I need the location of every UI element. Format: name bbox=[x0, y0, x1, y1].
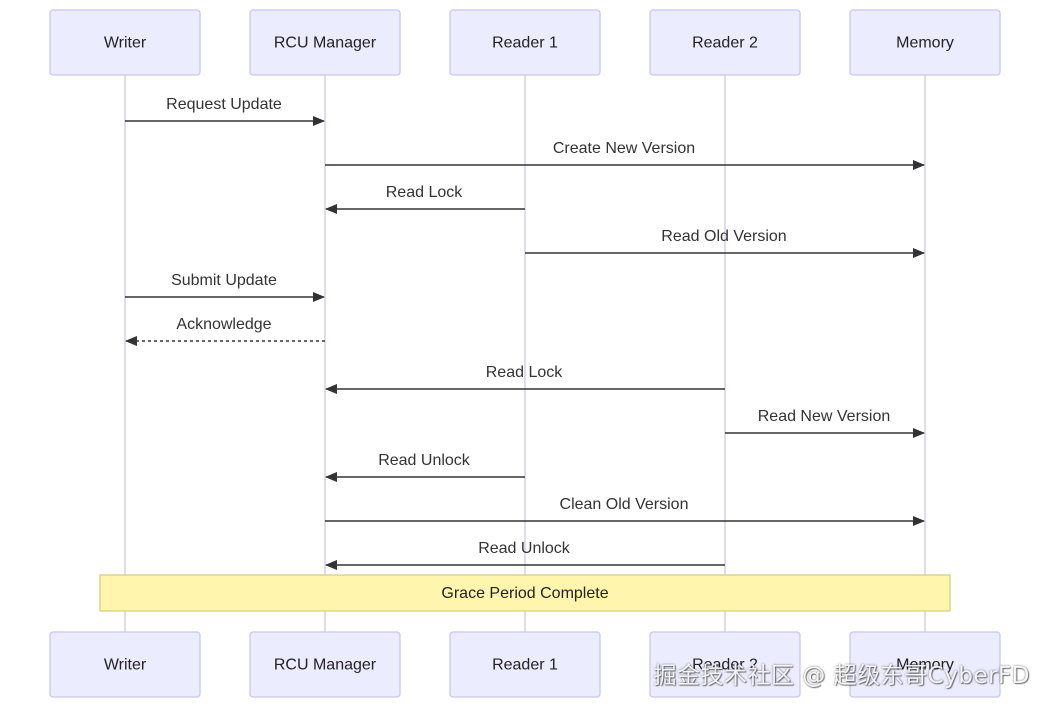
actor-reader1-bottom: Reader 1 bbox=[449, 631, 601, 698]
actor-rcu-top: RCU Manager bbox=[249, 9, 401, 76]
note: Grace Period Complete bbox=[99, 574, 951, 612]
message: Clean Old Version bbox=[325, 496, 925, 526]
message: Request Update bbox=[125, 96, 325, 126]
message: Read Unlock bbox=[325, 452, 525, 482]
note-text: Grace Period Complete bbox=[441, 585, 608, 602]
message-label: Create New Version bbox=[553, 140, 695, 157]
message: Acknowledge bbox=[125, 316, 325, 346]
message-label: Read Old Version bbox=[661, 228, 786, 245]
actor-box bbox=[449, 9, 601, 76]
actor-rcu-bottom: RCU Manager bbox=[249, 631, 401, 698]
message-label: Request Update bbox=[166, 96, 282, 113]
actor-label: Reader 1 bbox=[492, 657, 558, 674]
actor-memory-top: Memory bbox=[849, 9, 1001, 76]
note-box bbox=[99, 574, 951, 612]
actor-label: RCU Manager bbox=[274, 35, 377, 52]
actor-label: Writer bbox=[104, 35, 147, 52]
actor-writer-bottom: Writer bbox=[49, 631, 201, 698]
actor-box bbox=[649, 9, 801, 76]
message-label: Read Lock bbox=[386, 184, 463, 201]
message: Read Lock bbox=[325, 184, 525, 214]
message-label: Clean Old Version bbox=[560, 496, 689, 513]
actor-label: Reader 2 bbox=[692, 657, 758, 674]
message-label: Read New Version bbox=[758, 408, 891, 425]
actor-box bbox=[249, 9, 401, 76]
watermark: 掘金技术社区 @ 超级东哥CyberFD bbox=[653, 663, 1030, 689]
message: Submit Update bbox=[125, 272, 325, 302]
actor-box bbox=[449, 631, 601, 698]
actor-label: Reader 1 bbox=[492, 35, 558, 52]
actor-box bbox=[849, 9, 1001, 76]
actor-reader1-top: Reader 1 bbox=[449, 9, 601, 76]
actor-reader2-top: Reader 2 bbox=[649, 9, 801, 76]
actor-reader2-bottom: Reader 2 bbox=[649, 631, 801, 698]
message-label: Acknowledge bbox=[176, 316, 271, 333]
message: Read Lock bbox=[325, 364, 725, 394]
message: Read New Version bbox=[725, 408, 925, 438]
actor-box bbox=[649, 631, 801, 698]
actor-box bbox=[849, 631, 1001, 698]
message-label: Submit Update bbox=[171, 272, 277, 289]
actor-label: Memory bbox=[896, 35, 954, 52]
actor-label: Reader 2 bbox=[692, 35, 758, 52]
actor-box bbox=[249, 631, 401, 698]
actor-writer-top: Writer bbox=[49, 9, 201, 76]
message-label: Read Unlock bbox=[478, 540, 571, 557]
actor-label: Writer bbox=[104, 657, 147, 674]
actor-label: RCU Manager bbox=[274, 657, 377, 674]
message: Read Old Version bbox=[525, 228, 925, 258]
actor-label: Memory bbox=[896, 657, 954, 674]
actor-box bbox=[49, 9, 201, 76]
actor-memory-bottom: Memory bbox=[849, 631, 1001, 698]
message-label: Read Lock bbox=[486, 364, 563, 381]
message: Create New Version bbox=[325, 140, 925, 170]
message: Read Unlock bbox=[325, 540, 725, 570]
message-label: Read Unlock bbox=[378, 452, 471, 469]
actor-box bbox=[49, 631, 201, 698]
